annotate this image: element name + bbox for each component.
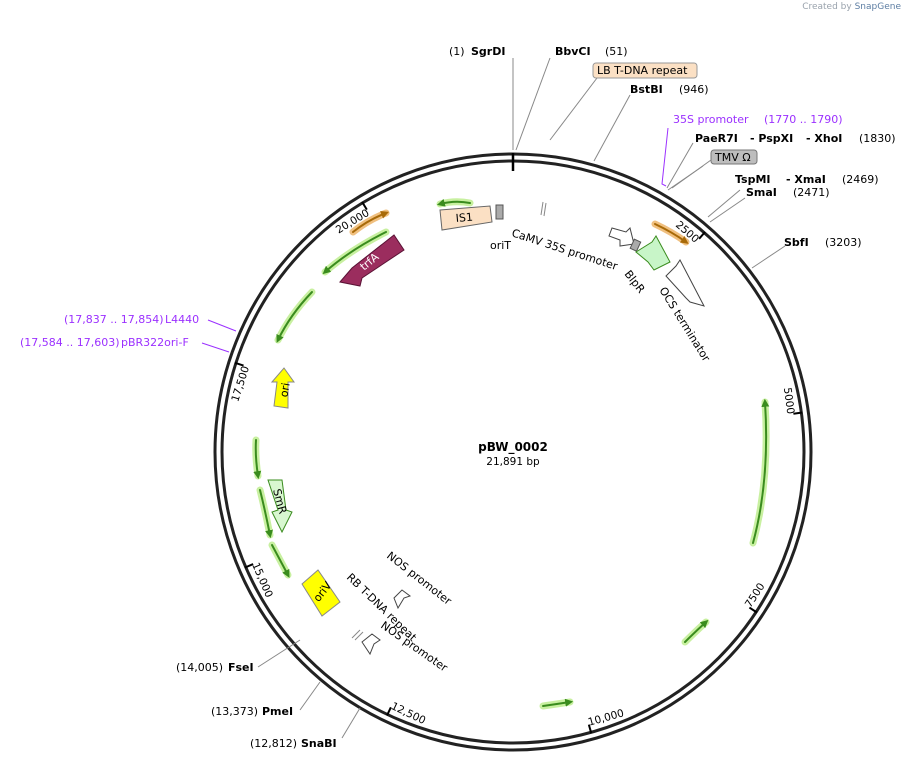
nos-promoter-2-feature	[361, 633, 381, 656]
feature-arrow-9	[542, 698, 574, 707]
xmai-label: - XmaI	[786, 173, 826, 186]
feature-arrow-1	[436, 198, 471, 207]
primer-35s-range: (1770 .. 1790)	[764, 113, 843, 126]
sbfi-label: SbfI	[784, 236, 809, 249]
feature-arcs	[252, 198, 770, 710]
rb-repeat-feature	[351, 629, 364, 641]
tick-label-3: 10,000	[587, 707, 626, 728]
sbfi-pos: (3203)	[825, 236, 862, 249]
smai-pos: (2471)	[793, 186, 830, 199]
tick-mark-7	[361, 201, 368, 211]
orange-arrow-2	[654, 223, 689, 244]
pmei-pos: (13,373)	[211, 705, 258, 718]
bbvci-pos: (51)	[605, 45, 628, 58]
tick-label-2: 7500	[743, 581, 768, 610]
bstbi-pos: (946)	[679, 83, 709, 96]
l4440-label: L4440	[165, 313, 199, 326]
smr-label: SmR	[270, 487, 289, 515]
snabi-label: SnaBI	[301, 737, 337, 750]
feature-arrow-2	[322, 231, 387, 275]
feature-arrow-5	[259, 489, 273, 539]
tspmi-label: TspMI	[735, 173, 771, 186]
orange-arrow-1	[352, 211, 389, 233]
blpr-feature	[635, 235, 671, 271]
snabi-pos: (12,812)	[250, 737, 297, 750]
lb-label: LB T-DNA repeat	[597, 64, 688, 77]
xhoi-label: - XhoI	[806, 132, 842, 145]
sgrdi-pos: (1)	[449, 45, 465, 58]
plasmid-name: pBW_0002	[478, 440, 548, 455]
snapgene-watermark: Created by SnapGene	[802, 2, 901, 12]
fsei-label: FseI	[228, 661, 254, 674]
ori-feature	[270, 367, 295, 409]
watermark-prefix: Created by	[802, 2, 852, 12]
sgrdi-label: SgrDI	[471, 45, 505, 58]
camv-label: CaMV 35S promoter	[510, 226, 620, 273]
blpr-label: BlpR	[622, 268, 648, 296]
feature-arrow-8	[684, 619, 709, 643]
tick-label-1: 5000	[781, 387, 797, 415]
nos-promoter-1-feature	[393, 589, 412, 610]
xmai-pos: (2469)	[842, 173, 879, 186]
tmv-box	[710, 149, 758, 165]
plasmid-length: 21,891 bp	[486, 456, 540, 468]
feature-arrow-6	[271, 544, 290, 578]
tick-mark-2	[748, 606, 758, 614]
xhoi-pos: (1830)	[859, 132, 896, 145]
tick-mark-0	[698, 231, 706, 240]
tick-mark-6	[234, 361, 244, 367]
oriv-feature	[301, 569, 341, 617]
fsei-pos: (14,005)	[176, 661, 223, 674]
paer7i-label: PaeR7I	[695, 132, 738, 145]
tick-mark-5	[244, 563, 254, 569]
smr-feature	[267, 479, 293, 534]
pspxi-label: - PspXI	[750, 132, 793, 145]
feature-arrow-7	[752, 398, 770, 544]
tmv-small-feature	[629, 238, 642, 252]
nos-promoter-2-label: NOS promoter	[378, 619, 450, 675]
smai-label: SmaI	[746, 186, 777, 199]
tick-mark-1	[793, 411, 803, 415]
trfa-feature	[339, 234, 405, 287]
pbr322-range: (17,584 .. 17,603)	[20, 336, 120, 349]
ori-label: ori	[277, 382, 292, 398]
pmei-label: PmeI	[262, 705, 293, 718]
tick-mark-3	[587, 724, 593, 734]
is1-feature	[439, 205, 493, 231]
ocs-terminator-feature	[665, 259, 705, 307]
tmv-label: TMV Ω	[714, 151, 751, 164]
feature-arrow-3	[276, 291, 313, 343]
bstbi-label: BstBI	[630, 83, 663, 96]
primer-35s-label: 35S promoter	[673, 113, 749, 126]
orit-feature	[495, 204, 504, 220]
feature-arrow-4	[253, 439, 262, 480]
tick-mark-4	[386, 706, 392, 716]
lb-box	[592, 62, 698, 79]
is1-label: IS1	[455, 211, 473, 225]
primer-lines	[201, 127, 669, 353]
l4440-range: (17,837 .. 17,854)	[64, 313, 164, 326]
orit-label: oriT	[490, 239, 511, 252]
watermark-brand: SnapGene	[854, 2, 901, 12]
camv-promoter-feature	[608, 227, 635, 247]
tmv-pointer	[671, 159, 712, 189]
bbvci-label: BbvCI	[555, 45, 591, 58]
pbr322-label: pBR322ori-F	[121, 336, 189, 349]
